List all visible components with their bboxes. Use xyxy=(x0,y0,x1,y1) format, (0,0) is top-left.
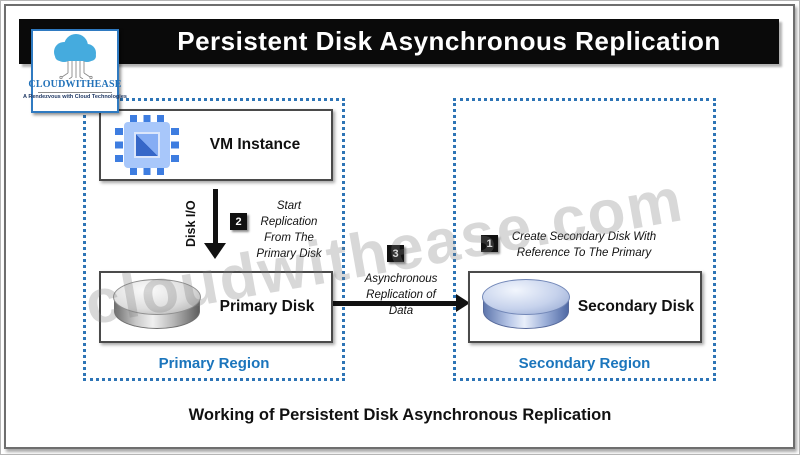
vm-chip-icon xyxy=(115,115,179,175)
vm-instance-box: VM Instance xyxy=(99,109,333,181)
page-title: Persistent Disk Asynchronous Replication xyxy=(177,26,721,56)
step-1-badge: 1 xyxy=(481,235,498,252)
secondary-region-boundary xyxy=(453,98,716,381)
step-3-badge: 3 xyxy=(387,245,404,262)
vm-instance-label: VM Instance xyxy=(209,136,301,153)
secondary-disk-icon xyxy=(482,279,572,335)
cloud-circuit-icon xyxy=(40,33,110,79)
replication-arrow xyxy=(333,301,456,306)
brand-name: CLOUDWITHEASE xyxy=(28,79,122,90)
step-2-note: Start Replication From The Primary Disk xyxy=(256,200,322,260)
disk-io-label: Disk I/O xyxy=(184,200,198,248)
primary-disk-icon xyxy=(113,279,203,335)
disk-io-arrowhead-icon xyxy=(204,243,226,259)
primary-region-label: Primary Region xyxy=(158,355,270,372)
replication-arrowhead-icon xyxy=(456,294,470,312)
secondary-disk-label: Secondary Disk xyxy=(577,298,695,315)
diagram-caption: Working of Persistent Disk Asynchronous … xyxy=(188,406,612,424)
step-1-note: Create Secondary Disk With Reference To … xyxy=(511,231,657,259)
primary-region-boundary xyxy=(83,98,345,381)
brand-logo: CLOUDWITHEASE A Rendezvous with Cloud Te… xyxy=(23,29,127,113)
step-3-note: Asynchronous Replication of Data xyxy=(364,273,438,317)
disk-io-arrow xyxy=(213,189,218,243)
title-banner: Persistent Disk Asynchronous Replication xyxy=(19,19,779,64)
brand-tagline: A Rendezvous with Cloud Technologies xyxy=(23,94,127,100)
step-2-badge: 2 xyxy=(230,213,247,230)
secondary-disk-box: Secondary Disk xyxy=(468,271,702,343)
secondary-region-label: Secondary Region xyxy=(518,355,651,372)
diagram-frame xyxy=(4,4,795,449)
primary-disk-box: Primary Disk xyxy=(99,271,333,343)
logo-divider xyxy=(38,92,112,93)
primary-disk-label: Primary Disk xyxy=(219,298,315,315)
